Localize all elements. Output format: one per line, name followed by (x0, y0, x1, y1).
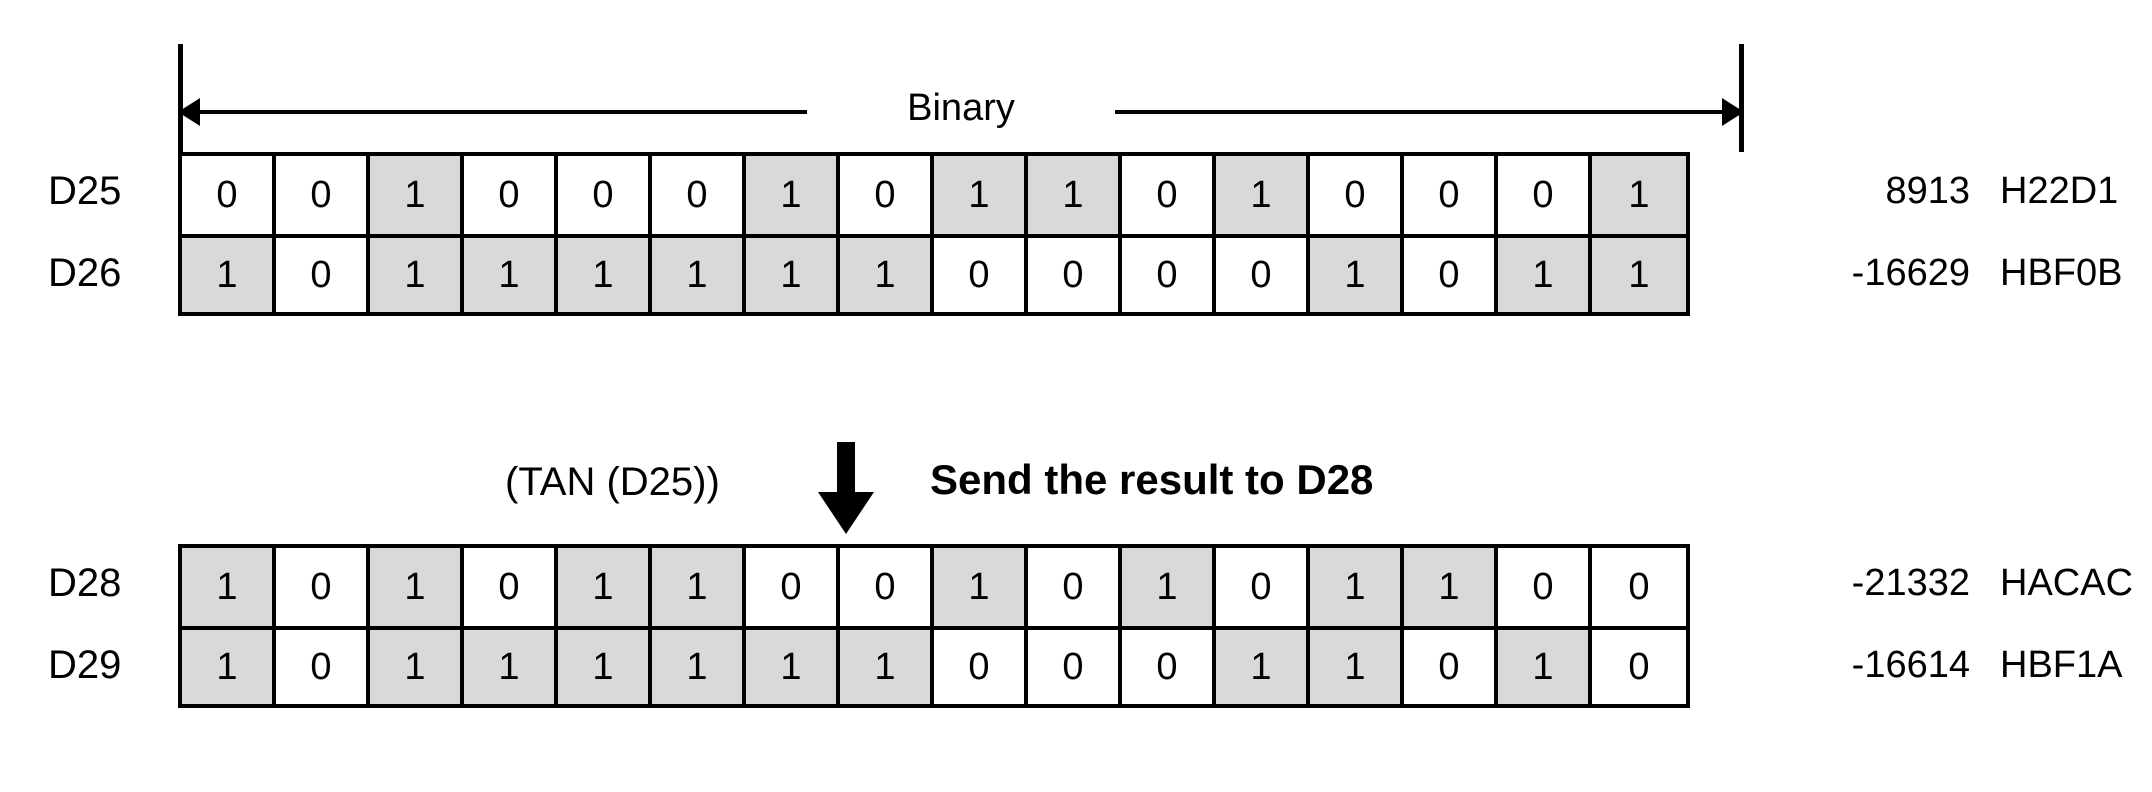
bit-cell: 1 (464, 626, 558, 704)
row-label-d25: D25 (48, 169, 122, 213)
arrow-right-icon (1722, 98, 1744, 126)
bit-cell: 0 (182, 156, 276, 234)
bit-cell: 0 (840, 156, 934, 234)
row-label-d28: D28 (48, 561, 122, 605)
bit-cell: 0 (1592, 626, 1686, 704)
bit-cell: 1 (652, 626, 746, 704)
bit-cell: 0 (464, 548, 558, 626)
bit-cell: 1 (1310, 626, 1404, 704)
bit-cell: 1 (934, 156, 1028, 234)
bit-cell: 0 (1028, 234, 1122, 312)
decimal-value-d26: -16629 (1851, 252, 1970, 294)
bit-cell: 1 (464, 234, 558, 312)
bit-cell: 0 (1498, 548, 1592, 626)
binary-label: Binary (889, 86, 1033, 130)
bit-cell: 0 (1404, 626, 1498, 704)
bit-cell: 1 (934, 548, 1028, 626)
operation-annotation: (TAN (D25)) Send the result to D28 (0, 440, 2152, 536)
hex-value-d29: HBF1A (2000, 644, 2123, 686)
hex-value-d25: H22D1 (2000, 170, 2119, 212)
bit-cell: 0 (840, 548, 934, 626)
bit-cell: 1 (840, 234, 934, 312)
bit-cell: 1 (1498, 234, 1592, 312)
bit-cell: 0 (276, 626, 370, 704)
arrow-line-right (1115, 110, 1730, 114)
bit-cell: 1 (182, 548, 276, 626)
row-label-d29: D29 (48, 643, 122, 687)
bit-cell: 1 (1310, 234, 1404, 312)
hex-value-d28: HACAC (2000, 562, 2134, 604)
bit-cell: 0 (1498, 156, 1592, 234)
bit-cell: 1 (1404, 548, 1498, 626)
arrow-left-icon (178, 98, 200, 126)
bit-cell: 1 (558, 234, 652, 312)
bit-cell: 0 (1404, 156, 1498, 234)
bit-cell: 0 (276, 234, 370, 312)
bit-cell: 0 (464, 156, 558, 234)
bit-cell: 0 (558, 156, 652, 234)
annotation-text: Send the result to D28 (930, 456, 1374, 503)
arrow-down-icon (818, 442, 874, 534)
arrow-line-left (192, 110, 807, 114)
bit-cell: 1 (370, 626, 464, 704)
bit-cell: 1 (746, 156, 840, 234)
bit-cell: 1 (370, 548, 464, 626)
bit-cell: 0 (1216, 548, 1310, 626)
bit-cell: 1 (370, 234, 464, 312)
hex-value-d26: HBF0B (2000, 252, 2123, 294)
bit-cell: 1 (1592, 234, 1686, 312)
bit-cell: 0 (1310, 156, 1404, 234)
bit-cell: 0 (934, 626, 1028, 704)
bit-cell: 0 (1028, 548, 1122, 626)
bit-cell: 0 (1216, 234, 1310, 312)
decimal-value-d25: 8913 (1885, 170, 1970, 212)
bit-cell: 1 (1592, 156, 1686, 234)
bit-cell: 0 (1592, 548, 1686, 626)
bit-cell: 1 (1122, 548, 1216, 626)
bit-cell: 0 (1122, 234, 1216, 312)
bit-cell: 0 (1028, 626, 1122, 704)
bit-cell: 0 (1122, 626, 1216, 704)
bit-cell: 0 (276, 156, 370, 234)
bit-cell: 1 (746, 234, 840, 312)
bit-cell: 1 (1028, 156, 1122, 234)
decimal-value-d29: -16614 (1851, 644, 1970, 686)
bit-cell: 0 (652, 156, 746, 234)
decimal-value-d28: -21332 (1851, 562, 1970, 604)
annotation-expression: (TAN (D25)) (505, 460, 720, 504)
bit-cell: 1 (840, 626, 934, 704)
bit-cell: 0 (746, 548, 840, 626)
bit-cell: 1 (370, 156, 464, 234)
bit-cell: 1 (746, 626, 840, 704)
bit-cell: 1 (1310, 548, 1404, 626)
bit-cell: 0 (1404, 234, 1498, 312)
bit-cell: 1 (1498, 626, 1592, 704)
bit-cell: 1 (652, 234, 746, 312)
bit-cell: 1 (1216, 156, 1310, 234)
bit-cell: 1 (558, 626, 652, 704)
bit-cell: 1 (182, 626, 276, 704)
bit-cell: 1 (182, 234, 276, 312)
bit-cell: 1 (652, 548, 746, 626)
row-label-d26: D26 (48, 251, 122, 295)
bit-cell: 0 (276, 548, 370, 626)
bit-cell: 1 (1216, 626, 1310, 704)
span-arrow-row (178, 92, 1744, 132)
bit-cell: 1 (558, 548, 652, 626)
bit-cell: 0 (1122, 156, 1216, 234)
bit-cell: 0 (934, 234, 1028, 312)
binary-span-header: Binary (178, 44, 1744, 152)
